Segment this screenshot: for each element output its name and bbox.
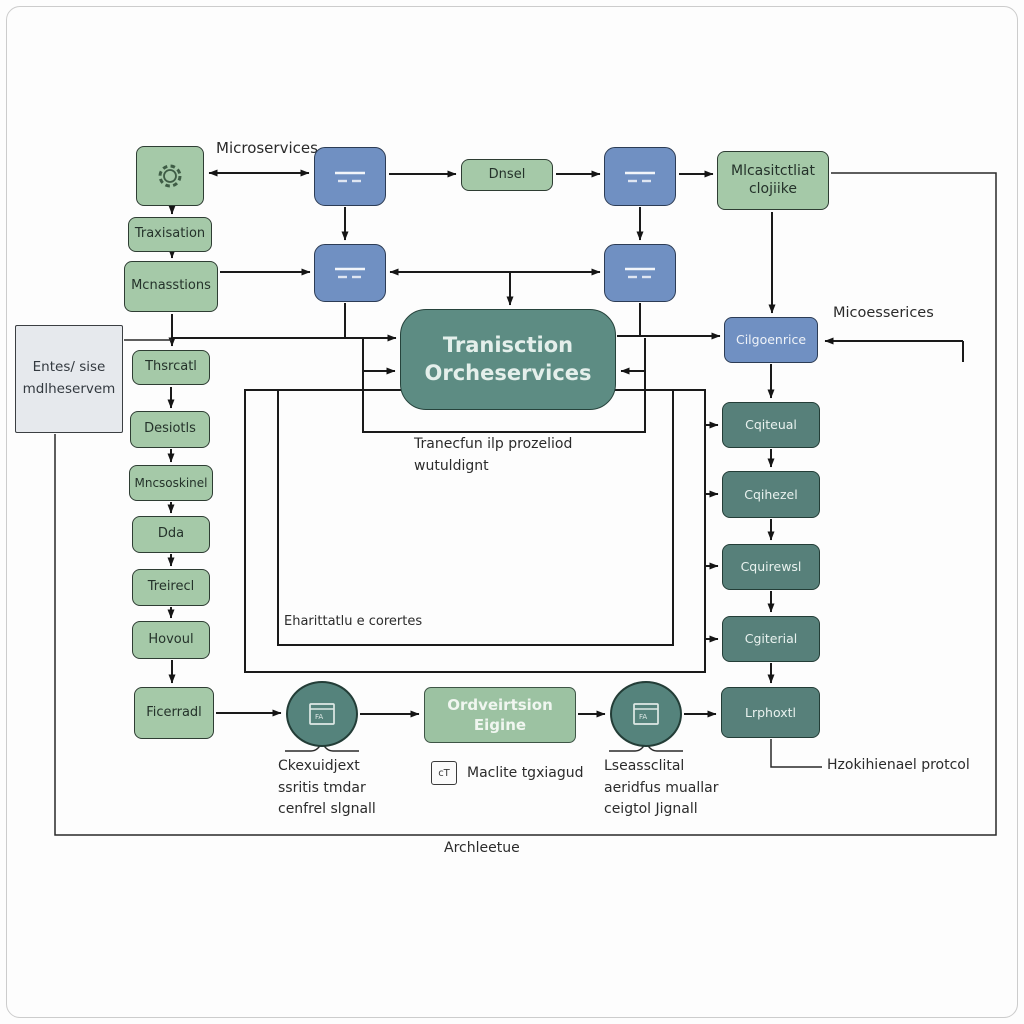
- node-label: Dda: [157, 526, 185, 542]
- queue-icon: [625, 171, 655, 182]
- node-label: Mcnasstions: [131, 278, 211, 294]
- svg-text:FA: FA: [315, 713, 323, 721]
- node-label: Tranisction Orcheservices: [424, 333, 592, 385]
- queue-icon: [625, 267, 655, 279]
- browser-window-icon: FA: [633, 703, 659, 725]
- engine-note-icon: cT: [431, 761, 457, 785]
- node-gear: [136, 146, 204, 206]
- node-thsrcatl: Thsrcatl: [132, 350, 210, 385]
- queue-icon: [335, 267, 365, 279]
- node-ficerradl: Ficerradl: [134, 687, 214, 739]
- node-cquirewsl: Cquirewsl: [722, 544, 820, 590]
- worker-right-note: Lseassclital aeridfus muallar ceigtol Ji…: [604, 758, 719, 818]
- node-label: Hovoul: [148, 631, 194, 647]
- node-label: Desiotls: [144, 421, 196, 437]
- engine-note: Maclite tgxiagud: [467, 765, 584, 781]
- node-cqiteual: Cqiteual: [722, 402, 820, 448]
- node-label: Cilgoenrice: [735, 332, 807, 348]
- node-treirecl: Treirecl: [132, 569, 210, 606]
- node-queue-3: [314, 244, 386, 302]
- diagram-caption: Archleetue: [444, 840, 520, 856]
- inner-rect-note: Eharittatlu e corertes: [284, 614, 423, 629]
- node-mncsoskinel: Mncsoskinel: [129, 465, 213, 501]
- node-label: Mncsoskinel: [134, 475, 208, 490]
- node-lrphoxtl: Lrphoxtl: [721, 687, 820, 738]
- svg-text:FA: FA: [639, 713, 647, 721]
- node-mlcasitctliat: Mlcasitctliat clojiike: [717, 151, 829, 210]
- node-label: Mlcasitctliat clojiike: [731, 163, 815, 197]
- node-label: Entes/ sise mdlheservem: [22, 359, 116, 397]
- node-orchestration-engine: Ordveirtsion Eigine: [424, 687, 576, 743]
- node-label: Traxisation: [134, 226, 206, 242]
- node-label: Ordveirtsion Eigine: [447, 695, 553, 734]
- microservices-right-label: Micoesserices: [833, 305, 934, 321]
- gear-icon: [158, 164, 182, 188]
- microservices-label: Microservices: [216, 139, 318, 157]
- node-label: Treirecl: [147, 579, 195, 595]
- node-cqihezel: Cqihezel: [722, 471, 820, 518]
- node-queue-1: [314, 147, 386, 206]
- node-transaction-orcheservices: Tranisction Orcheservices: [400, 309, 616, 410]
- node-queue-2: [604, 147, 676, 206]
- protocol-note: Hzokihienael protcol: [827, 757, 970, 773]
- node-dda: Dda: [132, 516, 210, 553]
- node-label: Ficerradl: [146, 704, 202, 720]
- node-desiotls: Desiotls: [130, 411, 210, 448]
- node-label: Cqiteual: [745, 417, 797, 433]
- browser-window-icon: FA: [309, 703, 335, 725]
- node-queue-4: [604, 244, 676, 302]
- node-cgiterial: Cgiterial: [722, 616, 820, 662]
- node-worker-left: FA: [286, 681, 358, 747]
- worker-left-note: Ckexuidjext ssritis tmdar cenfrel slgnal…: [278, 758, 376, 818]
- node-mcnasstions: Mcnasstions: [124, 261, 218, 312]
- transaction-note: Tranecfun ilp prozeliod wutuldignt: [414, 436, 573, 474]
- node-dnsel: Dnsel: [461, 159, 553, 191]
- node-label: Cqihezel: [744, 486, 798, 502]
- node-hovoul: Hovoul: [132, 621, 210, 659]
- node-traxisation: Traxisation: [128, 217, 212, 252]
- node-label: Cquirewsl: [740, 559, 802, 575]
- node-label: Cgiterial: [744, 631, 798, 647]
- node-cilgoenrice: Cilgoenrice: [724, 317, 818, 363]
- node-label: Thsrcatl: [145, 359, 197, 375]
- node-label: Lrphoxtl: [745, 704, 796, 720]
- node-worker-right: FA: [610, 681, 682, 747]
- queue-icon: [335, 171, 365, 182]
- node-entes-panel: Entes/ sise mdlheservem: [15, 325, 123, 433]
- node-label: Dnsel: [488, 166, 526, 182]
